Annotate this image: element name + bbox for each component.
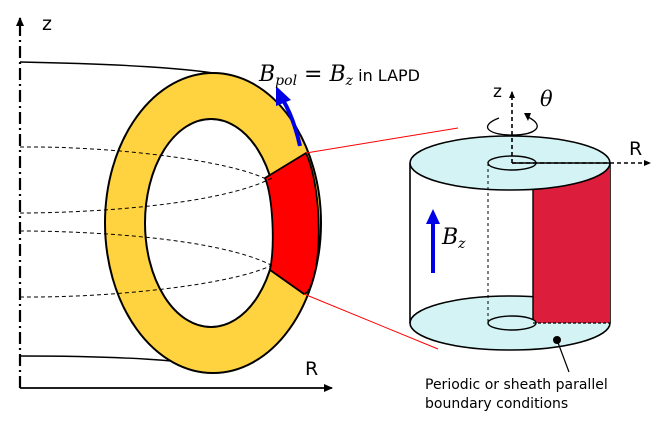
dashed-line-2 bbox=[19, 177, 273, 214]
cyl-r-label: R bbox=[629, 138, 642, 160]
bpol-arrow bbox=[276, 86, 302, 147]
left-axes: z R bbox=[16, 13, 333, 392]
bpol-equals: = bbox=[297, 62, 329, 87]
bottom-inner-hole bbox=[487, 315, 537, 331]
boundary-pointer-line bbox=[556, 339, 570, 373]
bz-sub: z bbox=[457, 236, 466, 252]
bpol-lhs-sub: pol bbox=[275, 73, 297, 89]
z-axis-label: z bbox=[42, 13, 52, 35]
cyl-z-label: z bbox=[493, 82, 502, 102]
dashed-line-1 bbox=[19, 146, 269, 181]
connector-top bbox=[305, 127, 459, 154]
theta-arrow-head bbox=[524, 113, 531, 121]
dashed-line-4 bbox=[19, 265, 271, 298]
torus-section bbox=[103, 72, 323, 374]
theta-label: θ bbox=[540, 87, 553, 111]
bpol-eq-text: Bpol = Bz in LAPD bbox=[258, 62, 420, 89]
connector-lines bbox=[303, 127, 459, 350]
bpol-suffix: in LAPD bbox=[353, 66, 420, 85]
bz-label: Bz bbox=[441, 225, 466, 252]
bpol-equation: Bpol = Bz in LAPD bbox=[258, 62, 420, 89]
bpol-arrow-shaft bbox=[281, 98, 302, 147]
dashed-line-3 bbox=[19, 230, 274, 267]
simulation-slab bbox=[533, 163, 610, 323]
bz-arrow-head bbox=[426, 209, 440, 224]
bz-main: B bbox=[441, 225, 458, 250]
caption-line-2: boundary conditions bbox=[425, 396, 568, 412]
inner-field-lines bbox=[19, 146, 274, 298]
bpol-rhs-sub: z bbox=[345, 73, 354, 89]
theta-rotation-arrow bbox=[486, 116, 538, 136]
bpol-rhs: B bbox=[328, 62, 345, 87]
caption-line-1: Periodic or sheath parallel bbox=[425, 377, 608, 393]
bpol-arrow-head bbox=[276, 86, 291, 106]
connector-bottom bbox=[303, 293, 439, 350]
r-axis-label: R bbox=[305, 358, 318, 380]
bpol-lhs: B bbox=[258, 62, 275, 87]
cylinder-model: z R θ Bz Periodic or sheath parallel bou… bbox=[409, 82, 651, 412]
simulation-wedge bbox=[263, 151, 320, 295]
